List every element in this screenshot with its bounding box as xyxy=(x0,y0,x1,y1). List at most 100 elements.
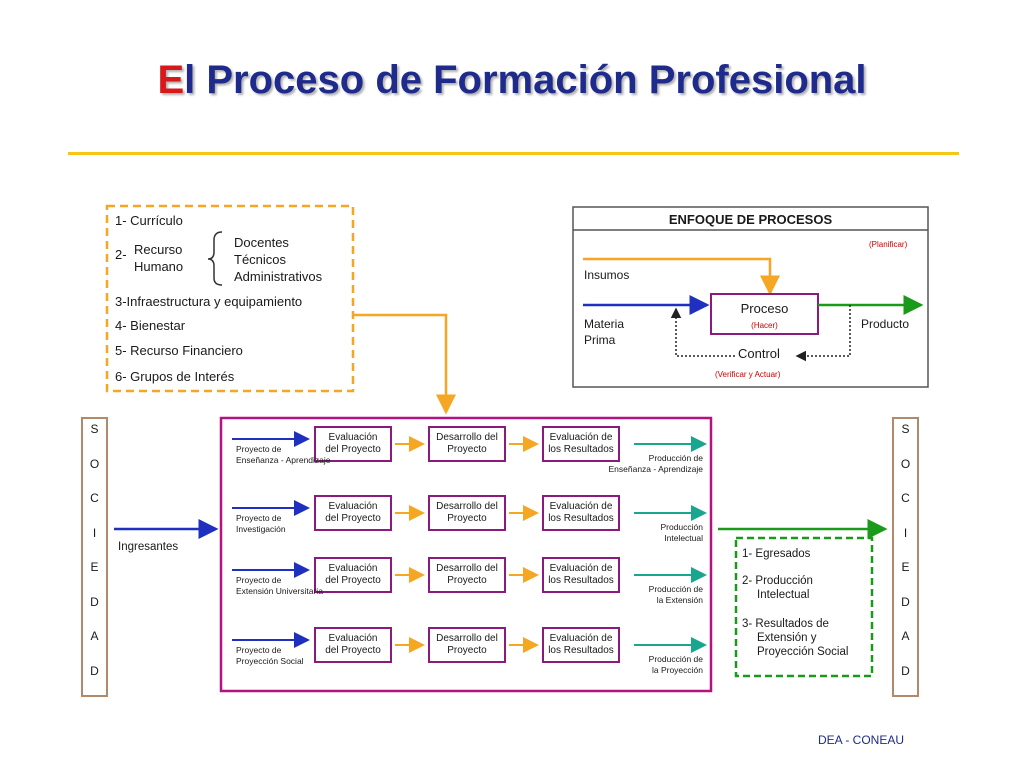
sociedad-right-letter: E xyxy=(901,560,910,574)
process-step-label: los Resultados xyxy=(548,575,614,586)
row-input-text: Enseñanza - Aprendizaje xyxy=(236,455,331,465)
resource-item-1: 1- Currículo xyxy=(115,213,183,228)
row-output-text: Producción xyxy=(660,522,703,532)
row-output-text: Enseñanza - Aprendizaje xyxy=(608,464,703,474)
ingresantes-label: Ingresantes xyxy=(118,541,179,553)
sociedad-left-letter: I xyxy=(92,525,97,540)
verificar-label: (Verificar y Actuar) xyxy=(715,370,781,379)
title-underline xyxy=(68,152,959,155)
row-output-text: Producción de xyxy=(648,453,703,463)
output-item-3a: 3- Resultados de xyxy=(742,618,829,630)
row-output-text: Producción de xyxy=(648,654,703,664)
producto-label: Producto xyxy=(861,317,910,331)
row-input-text: Proyecto de xyxy=(236,645,282,655)
row-input-text: Proyecto de xyxy=(236,513,282,523)
sociedad-right-letter: A xyxy=(901,629,910,643)
process-step-label: Evaluación de xyxy=(549,432,613,443)
recurso-humano-label-1: Recurso xyxy=(134,242,183,257)
row-input-text: Proyección Social xyxy=(236,656,304,666)
process-step-label: Evaluación de xyxy=(549,633,613,644)
sociedad-right-frame xyxy=(892,417,919,697)
row-input-text: Investigación xyxy=(236,524,286,534)
process-step-label: Evaluación xyxy=(328,501,378,512)
human-type-3: Administrativos xyxy=(234,269,323,284)
human-type-2: Técnicos xyxy=(234,252,287,267)
row-input-text: Extensión Universitaria xyxy=(236,586,323,596)
process-step-label: Proyecto xyxy=(447,444,487,455)
output-box-frame xyxy=(734,536,874,678)
sociedad-left-letter: C xyxy=(90,491,99,505)
process-step-label: los Resultados xyxy=(548,444,614,455)
materia-prima-label-2: Prima xyxy=(584,333,616,347)
control-label: Control xyxy=(738,346,780,361)
sociedad-left-letter: S xyxy=(90,422,99,436)
sociedad-left-letter: O xyxy=(89,456,100,471)
output-item-1: 1- Egresados xyxy=(742,548,811,560)
output-item-2a: 2- Producción xyxy=(742,575,813,587)
output-item-3c: Proyección Social xyxy=(757,646,849,658)
feedback-arrow-right xyxy=(795,305,851,362)
sociedad-left-letter: D xyxy=(90,663,99,678)
process-step-label: del Proyecto xyxy=(325,444,381,455)
process-step-label: Proyecto xyxy=(447,575,487,586)
process-step-label: Desarrollo del xyxy=(436,432,498,443)
process-step-label: Proyecto xyxy=(447,513,487,524)
process-step-label: del Proyecto xyxy=(325,645,381,656)
row-output-text: Producción de xyxy=(648,584,703,594)
output-item-2b: Intelectual xyxy=(757,589,810,601)
resource-item-4: 4- Bienestar xyxy=(115,318,186,333)
process-step-label: Desarrollo del xyxy=(436,501,498,512)
process-step-label: del Proyecto xyxy=(325,513,381,524)
materia-prima-label-1: Materia xyxy=(584,317,625,331)
proceso-label: Proceso xyxy=(740,301,789,316)
human-type-1: Docentes xyxy=(234,235,289,250)
sociedad-right-letter: D xyxy=(901,594,910,609)
process-step-label: Desarrollo del xyxy=(436,563,498,574)
resources-box-frame xyxy=(105,204,355,393)
resource-item-3: 3-Infraestructura y equipamiento xyxy=(115,294,303,309)
row-output-text: la Proyección xyxy=(651,665,703,675)
enfoque-title: ENFOQUE DE PROCESOS xyxy=(668,212,833,227)
sociedad-right-letter: D xyxy=(901,663,910,678)
planificar-label: (Planificar) xyxy=(869,240,908,249)
process-step-label: del Proyecto xyxy=(325,575,381,586)
recurso-humano-label-2: Humano xyxy=(134,259,184,274)
insumos-arrow xyxy=(583,257,780,296)
sociedad-left-frame xyxy=(81,417,108,697)
process-box-frame xyxy=(219,416,713,693)
hacer-label: (Hacer) xyxy=(751,321,778,330)
resource-item-6: 6- Grupos de Interés xyxy=(115,369,235,384)
sociedad-right-letter: C xyxy=(901,491,910,505)
sociedad-left-letter: D xyxy=(90,594,99,609)
process-step-label: los Resultados xyxy=(548,645,614,656)
resources-connector-arrow xyxy=(353,313,456,415)
process-step-label: los Resultados xyxy=(548,513,614,524)
sociedad-right-letter: O xyxy=(900,456,911,471)
process-step-label: Evaluación xyxy=(328,432,378,443)
page-title: El Proceso de Formación Profesional xyxy=(157,58,867,102)
process-step-label: Evaluación de xyxy=(549,563,613,574)
insumos-label: Insumos xyxy=(584,268,630,282)
process-step-label: Evaluación xyxy=(328,563,378,574)
resource-item-5: 5- Recurso Financiero xyxy=(115,343,243,358)
sociedad-left-letter: A xyxy=(90,629,99,643)
process-step-label: Evaluación xyxy=(328,633,378,644)
